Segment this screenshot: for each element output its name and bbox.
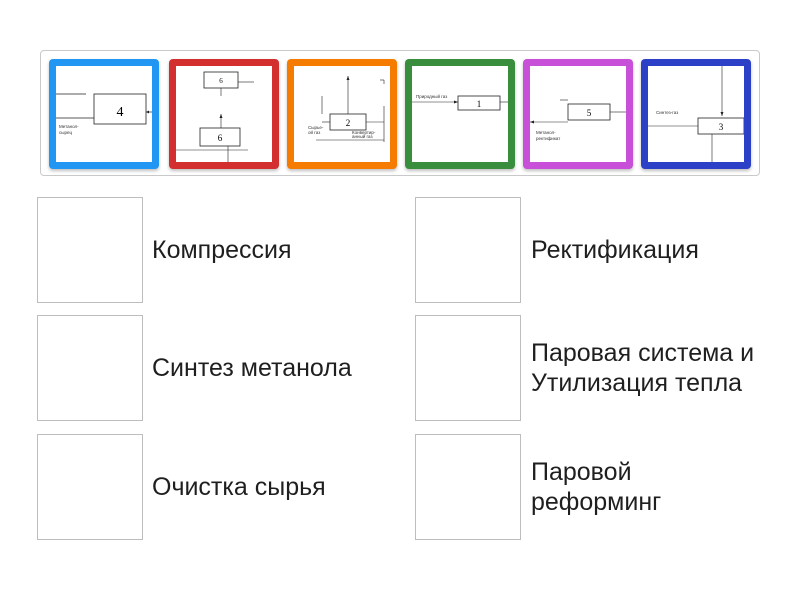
- svg-text:Метанол-: Метанол-: [59, 124, 79, 129]
- target-label-parovoy-reforming: Паровой реформинг: [531, 458, 662, 516]
- drop-slot-rektifikaciya[interactable]: [415, 197, 521, 303]
- drop-slot-kompressiya[interactable]: [37, 197, 143, 303]
- diagram-6-top-number: 6: [219, 77, 223, 85]
- diagram-5-image: 5 Метанол- ректификат: [530, 66, 626, 162]
- target-label-ochistka-syrya: Очистка сырья: [152, 473, 326, 501]
- diagram-1-number: 1: [477, 99, 482, 109]
- diagram-2-image: 2 Сырье- ой газ Конвертир- анный газ: [294, 66, 390, 162]
- diagram-3-image: Синтез-газ 3: [648, 66, 744, 162]
- diagram-tile-4[interactable]: 4 Метанол- сырец: [49, 59, 159, 169]
- diagram-1-image: Природный газ 1: [412, 66, 508, 162]
- target-label-rektifikaciya: Ректификация: [531, 236, 699, 264]
- target-label-kompressiya: Компрессия: [152, 236, 292, 264]
- svg-text:ой газ: ой газ: [308, 129, 320, 135]
- diagram-5-number: 5: [587, 108, 592, 118]
- svg-text:анный газ: анный газ: [352, 133, 373, 139]
- svg-text:сырец: сырец: [59, 130, 72, 135]
- diagram-2-number: 2: [346, 118, 351, 128]
- target-label-parovaya-sistema: Паровая система и Утилизация тепла: [531, 339, 755, 397]
- target-label-sintez-metanola: Синтез метанола: [152, 354, 352, 382]
- diagram-tile-6[interactable]: 6 6: [169, 59, 279, 169]
- diagram-tile-3[interactable]: Синтез-газ 3: [641, 59, 751, 169]
- diagram-4-number: 4: [117, 105, 124, 120]
- drop-slot-ochistka-syrya[interactable]: [37, 434, 143, 540]
- diagram-6-bottom-number: 6: [218, 133, 223, 143]
- diagram-tile-5[interactable]: 5 Метанол- ректификат: [523, 59, 633, 169]
- diagram-4-image: 4 Метанол- сырец: [56, 66, 152, 162]
- diagram-3-number: 3: [719, 122, 724, 132]
- drop-slot-sintez-metanola[interactable]: [37, 315, 143, 421]
- svg-text:Метанол-: Метанол-: [536, 130, 556, 135]
- drop-slot-parovaya-sistema[interactable]: [415, 315, 521, 421]
- svg-text:ректификат: ректификат: [536, 136, 560, 141]
- draggable-tiles-tray: 4 Метанол- сырец 6 6: [40, 50, 760, 176]
- diagram-tile-1[interactable]: Природный газ 1: [405, 59, 515, 169]
- svg-text:Конвертир-: Конвертир-: [352, 130, 376, 135]
- drop-slot-parovoy-reforming[interactable]: [415, 434, 521, 540]
- diagram-6-image: 6 6: [176, 66, 272, 162]
- diagram-1-caption: Природный газ: [416, 93, 447, 99]
- svg-text:Сырье-: Сырье-: [308, 125, 324, 130]
- diagram-3-caption: Синтез-газ: [656, 110, 678, 115]
- diagram-tile-2[interactable]: 2 Сырье- ой газ Конвертир- анный газ: [287, 59, 397, 169]
